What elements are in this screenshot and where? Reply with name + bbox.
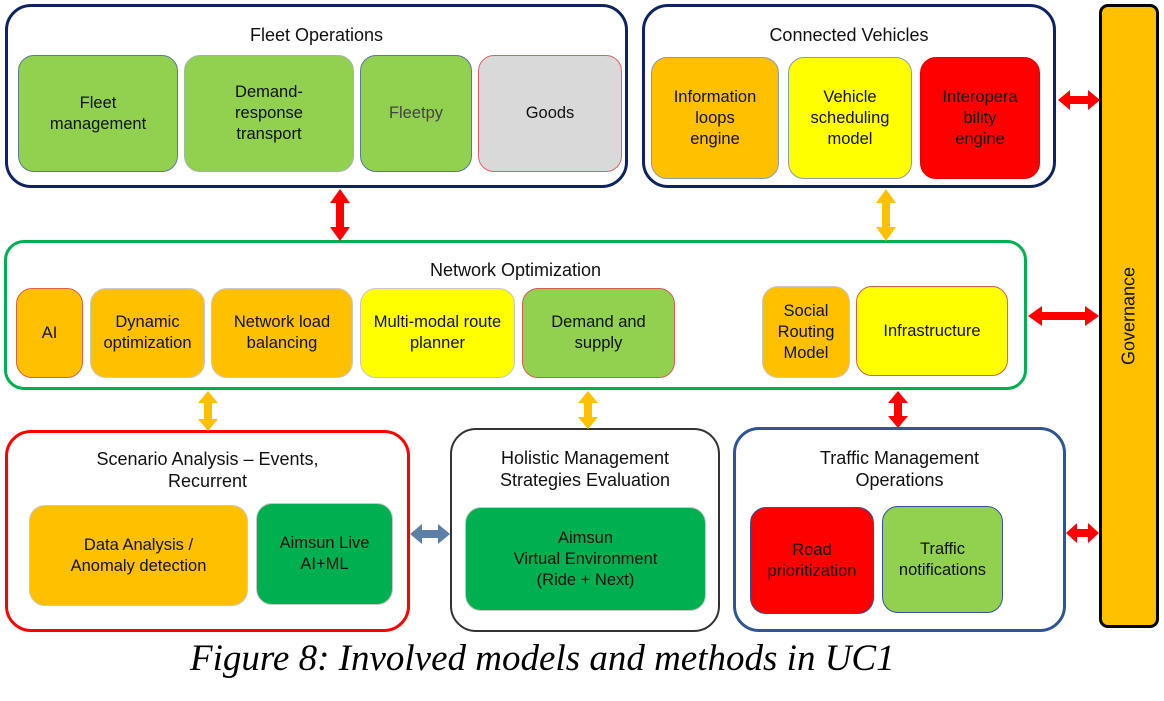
arrow-network-to-traffic (888, 391, 908, 428)
group-holistic-management: Holistic Management Strategies Evaluatio… (450, 428, 720, 632)
group-title: Holistic Management Strategies Evaluatio… (499, 448, 671, 490)
arrow-connected-to-network (876, 189, 896, 241)
governance-bar: Governance (1099, 4, 1159, 628)
arrow-fleet-to-network (330, 189, 350, 241)
box-information-loops-engine: Information loops engine (651, 57, 779, 179)
group-connected-vehicles: Connected Vehicles Information loops eng… (642, 4, 1056, 188)
box-traffic-notifications: Traffic notifications (882, 506, 1003, 613)
box-multi-modal-route-planner: Multi-modal route planner (360, 288, 515, 378)
box-infrastructure: Infrastructure (856, 286, 1008, 376)
arrow-network-to-holistic (578, 391, 598, 429)
group-title: Fleet Operations (249, 25, 384, 45)
box-vehicle-scheduling-model: Vehicle scheduling model (788, 57, 912, 179)
box-demand-response-transport: Demand- response transport (184, 55, 354, 172)
box-demand-and-supply: Demand and supply (522, 288, 675, 378)
arrow-connected-to-governance (1058, 90, 1100, 110)
arrow-scenario-to-holistic (410, 524, 450, 544)
box-interoperability-engine: Interopera bility engine (920, 57, 1040, 179)
box-social-routing-model: Social Routing Model (762, 286, 850, 378)
box-network-load-balancing: Network load balancing (211, 288, 353, 378)
group-title: Scenario Analysis – Events, Recurrent (96, 449, 319, 491)
arrow-network-to-governance (1028, 306, 1099, 326)
group-title: Connected Vehicles (769, 25, 929, 45)
box-ai: AI (16, 288, 83, 378)
group-network-optimization: Network Optimization AI Dynamic optimiza… (4, 240, 1027, 390)
group-title: Network Optimization (429, 260, 602, 280)
box-aimsun-live-ai-ml: Aimsun Live AI+ML (256, 503, 393, 605)
arrow-network-to-scenario (198, 391, 218, 431)
box-fleetpy: Fleetpy (360, 55, 472, 172)
box-goods: Goods (478, 55, 622, 172)
governance-label: Governance (1118, 266, 1139, 366)
group-scenario-analysis: Scenario Analysis – Events, Recurrent Da… (5, 430, 410, 632)
box-road-prioritization: Road prioritization (750, 507, 874, 614)
figure-caption: Figure 8: Involved models and methods in… (190, 638, 895, 679)
group-fleet-operations: Fleet Operations Fleet management Demand… (5, 4, 628, 188)
arrow-traffic-to-governance (1066, 523, 1099, 543)
box-dynamic-optimization: Dynamic optimization (90, 288, 205, 378)
group-traffic-management: Traffic Management Operations Road prior… (733, 427, 1066, 632)
box-data-analysis-anomaly-detection: Data Analysis / Anomaly detection (29, 505, 248, 606)
group-title: Traffic Management Operations (819, 448, 980, 490)
box-fleet-management: Fleet management (18, 55, 178, 172)
box-aimsun-virtual-environment: Aimsun Virtual Environment (Ride + Next) (465, 507, 706, 611)
